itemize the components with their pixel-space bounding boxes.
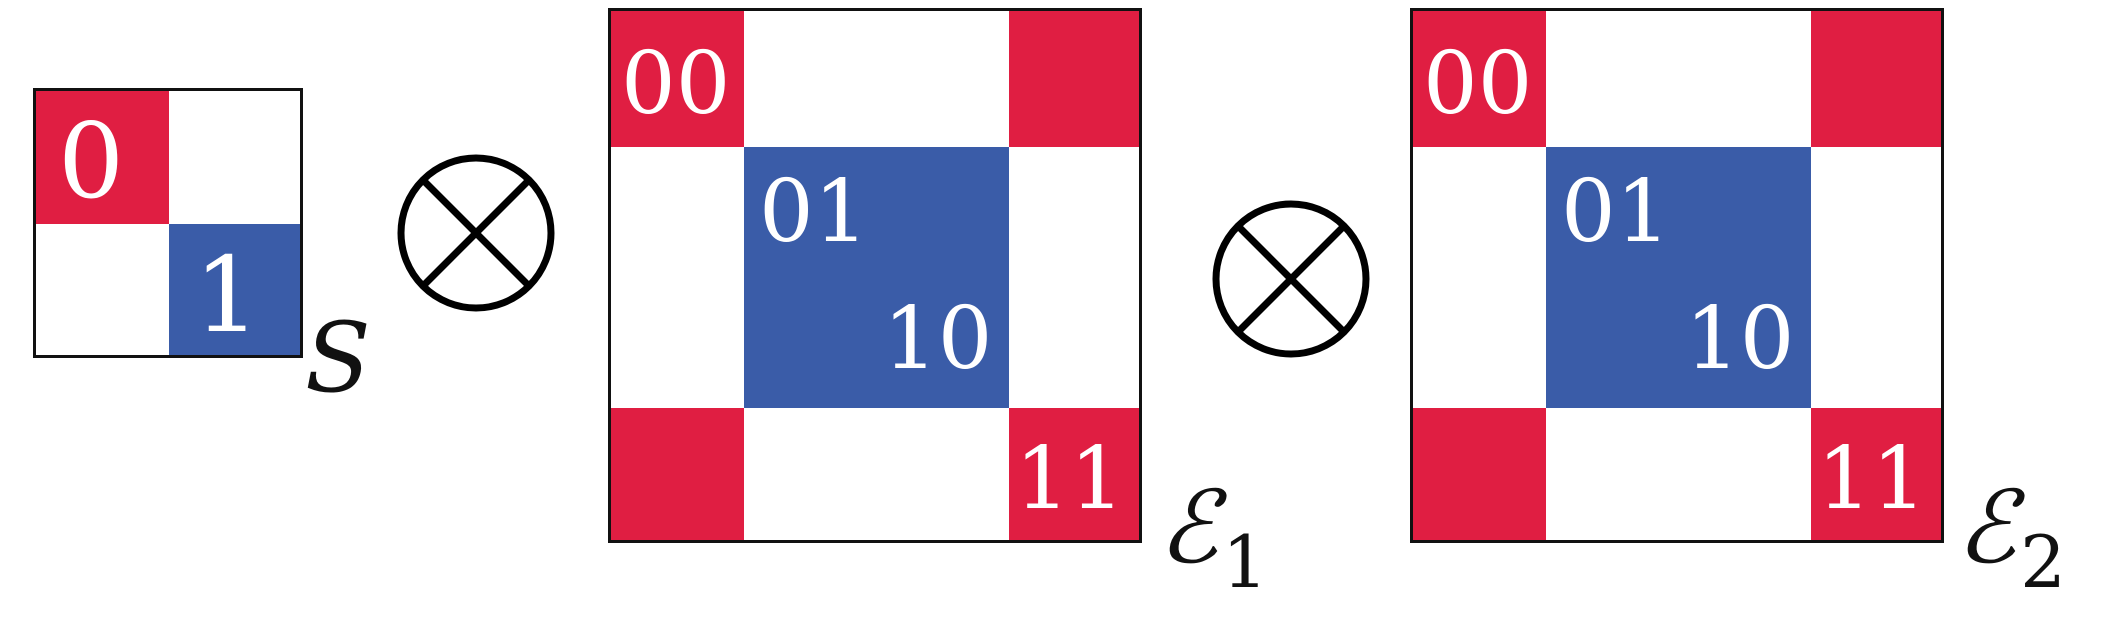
env1-matrix: 00 01 10 11 [608, 8, 1142, 543]
system-label-1: 1 [194, 234, 261, 356]
env1-cell-00 [611, 11, 744, 147]
env2-label-11: 11 [1817, 429, 1927, 529]
system-matrix-label: S [305, 302, 371, 414]
system-cell-1 [169, 224, 300, 355]
env1-cell-03 [1009, 11, 1139, 147]
env1-label-sub: 1 [1222, 520, 1268, 605]
env2-label-sub: 2 [2020, 520, 2066, 605]
env1-matrix-label: ℰ1 [1158, 478, 1268, 599]
env2-label-00: 00 [1423, 34, 1533, 134]
env2-matrix-label: ℰ2 [1956, 478, 2066, 599]
otimes-icon [1212, 200, 1370, 358]
env1-label-00: 00 [621, 34, 731, 134]
env2-cell-30 [1413, 408, 1546, 540]
env2-cell-33 [1811, 408, 1941, 540]
system-label-0: 0 [58, 100, 125, 222]
env2-cell-03 [1811, 11, 1941, 147]
otimes-icon [397, 154, 555, 312]
env1-cell-33 [1009, 408, 1139, 540]
system-matrix: 0 1 [33, 88, 303, 358]
env2-cell-00 [1413, 11, 1546, 147]
env1-label-01: 01 [759, 162, 869, 262]
env2-label-01: 01 [1561, 162, 1671, 262]
env1-center-block [744, 147, 1009, 408]
env2-matrix: 00 01 10 11 [1410, 8, 1944, 543]
env1-label-main: ℰ [1158, 469, 1219, 586]
env2-label-10: 10 [1685, 289, 1795, 389]
env1-label-10: 10 [883, 289, 993, 389]
env2-center-block [1546, 147, 1811, 408]
system-cell-0 [36, 91, 169, 224]
env1-cell-30 [611, 408, 744, 540]
env1-label-11: 11 [1015, 429, 1125, 529]
env2-label-main: ℰ [1956, 469, 2017, 586]
